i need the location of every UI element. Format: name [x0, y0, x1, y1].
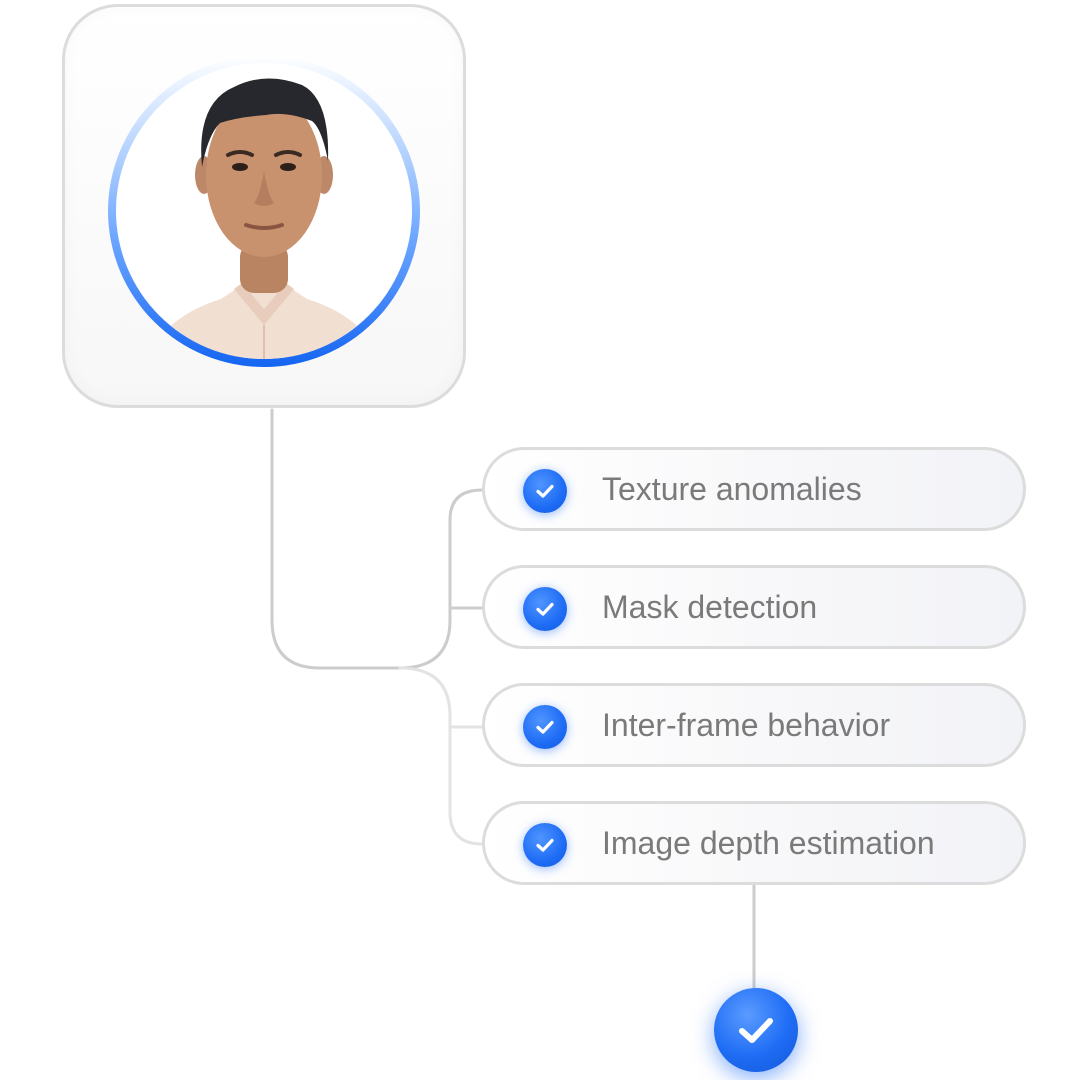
check-icon: [523, 469, 567, 513]
check-item-mask-detection: Mask detection: [482, 565, 1026, 649]
photo-card: [62, 4, 466, 408]
check-item-label: Inter-frame behavior: [602, 707, 891, 743]
check-item-image-depth-estimation: Image depth estimation: [482, 801, 1026, 885]
avatar-ring: [108, 55, 420, 367]
person-portrait-icon: [156, 78, 372, 359]
final-check-icon: [714, 988, 798, 1072]
check-icon: [523, 823, 567, 867]
avatar: [116, 63, 412, 359]
check-item-label: Image depth estimation: [602, 825, 935, 861]
check-item-texture-anomalies: Texture anomalies: [482, 447, 1026, 531]
check-item-label: Texture anomalies: [602, 471, 862, 507]
check-item-label: Mask detection: [602, 589, 818, 625]
check-item-inter-frame-behavior: Inter-frame behavior: [482, 683, 1026, 767]
check-icon: [523, 705, 567, 749]
check-icon: [523, 587, 567, 631]
